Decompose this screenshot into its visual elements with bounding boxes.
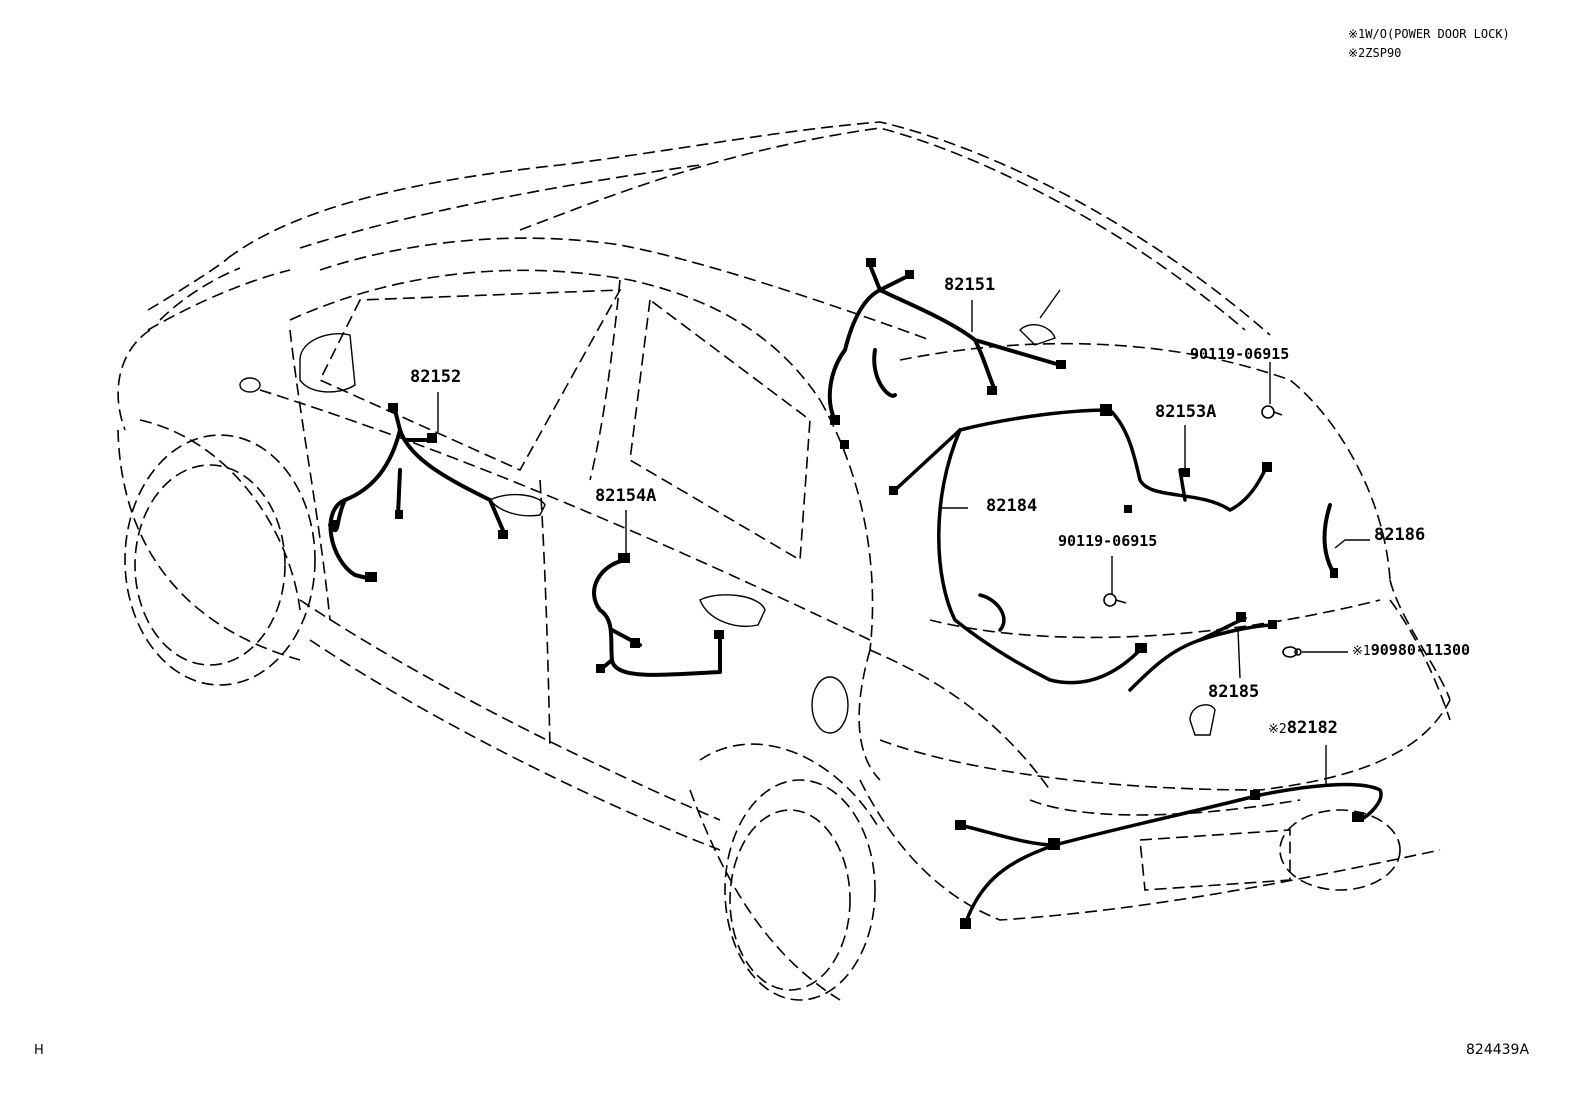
grommet-mark: ※1 <box>1352 644 1371 659</box>
part-82182-number: 82182 <box>1286 718 1338 738</box>
car-body-outline <box>117 121 1451 1001</box>
harness-82182 <box>958 782 1383 927</box>
part-label-grommet: ※190980-11300 <box>1352 641 1471 659</box>
part-label-82151: 82151 <box>944 275 996 295</box>
part-label-82154a: 82154A <box>595 486 657 506</box>
part-82182-mark: ※2 <box>1268 722 1287 737</box>
part-label-82186: 82186 <box>1374 525 1426 545</box>
note-1-mark: ※1 <box>1348 27 1366 41</box>
note-1: ※1W/O(POWER DOOR LOCK) <box>1348 28 1510 40</box>
note-1-text: W/O(POWER DOOR LOCK) <box>1365 27 1510 41</box>
harness-82152 <box>328 408 507 582</box>
part-label-82152: 82152 <box>410 367 462 387</box>
part-label-82184: 82184 <box>986 496 1038 516</box>
note-2-mark: ※2 <box>1348 46 1366 60</box>
grommet-number: 90980-11300 <box>1370 641 1471 659</box>
connectors <box>330 258 1364 929</box>
part-label-82185: 82185 <box>1208 682 1260 702</box>
note-2-text: ZSP90 <box>1365 46 1402 60</box>
harness-82151 <box>827 263 1062 422</box>
footer-left-code: H <box>34 1043 44 1058</box>
note-2: ※2ZSP90 <box>1348 47 1401 59</box>
part-label-bolt-upper: 90119-06915 <box>1190 345 1290 363</box>
wheels <box>124 434 1401 1001</box>
part-label-82153a: 82153A <box>1155 402 1217 422</box>
harness-82154a <box>592 558 722 677</box>
part-label-82182: ※282182 <box>1268 720 1338 737</box>
body-details <box>239 289 1216 736</box>
diagram-id: 824439A <box>1466 1042 1530 1058</box>
leader-lines <box>437 300 1370 785</box>
harness-82186 <box>1322 503 1337 577</box>
harness-82185 <box>1128 616 1277 692</box>
part-label-bolt-lower: 90119-06915 <box>1058 532 1158 550</box>
fasteners <box>1103 405 1302 658</box>
